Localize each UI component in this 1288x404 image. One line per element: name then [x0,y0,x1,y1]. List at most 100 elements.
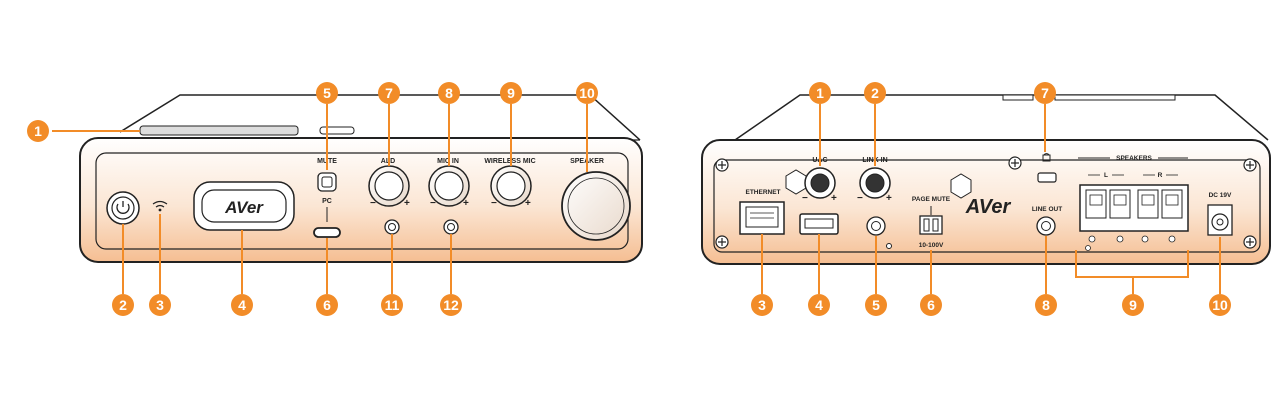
ald-plus: + [404,198,410,209]
front-callout-number: 2 [119,297,127,313]
ethernet-label: ETHERNET [745,189,780,196]
rear-callout-circle [920,294,942,316]
ethernet-port[interactable] [739,201,785,235]
front-callout-1: 1 [27,120,49,142]
rear-callout-circle [864,82,886,104]
mute-button[interactable] [317,172,337,192]
right-channel-label: R [1158,172,1163,179]
front-callout-circle [149,294,171,316]
link-in-plus: + [886,193,892,204]
front-callout-10: 10 [576,82,598,104]
front-callout-number: 5 [323,85,331,101]
front-callout-number: 8 [445,85,453,101]
link-in-volume-knob[interactable] [859,167,891,199]
rear-callout-circle [865,294,887,316]
wifi-indicator-icon [152,200,168,212]
front-leader-lines [52,104,588,294]
rear-callout-number: 4 [815,297,823,313]
mic-in-volume-knob[interactable] [428,165,470,207]
rear-callout-8: 8 [1035,294,1057,316]
front-callout-circle [438,82,460,104]
rear-callout-circle [1034,82,1056,104]
front-callout-number: 11 [385,297,400,313]
dc-power-jack[interactable] [1207,204,1233,236]
rear-leader-lines [761,104,1221,294]
ald-minus: − [370,198,376,209]
front-callout-circle [27,120,49,142]
rear-callout-number: 10 [1212,297,1228,313]
rear-view: UAC − + LINK IN − + ETHERNET [701,94,1271,294]
speakers-label: SPEAKERS [1116,155,1152,162]
front-panel [79,137,643,263]
front-callout-7: 7 [378,82,400,104]
front-callout-circle [112,294,134,316]
page-mute-label: PAGE MUTE [912,196,951,203]
front-callout-4: 4 [231,294,253,316]
speaker-terminal-block[interactable] [1079,184,1189,232]
logo-badge: AVer [193,181,295,231]
rear-callout-number: 8 [1042,297,1050,313]
front-callout-number: 6 [323,297,331,313]
rear-callout-7: 7 [1034,82,1056,104]
rear-callout-number: 6 [927,297,935,313]
rear-callout-number: 1 [816,85,824,101]
rear-callout-1: 1 [809,82,831,104]
front-callout-circle [316,294,338,316]
terminal-polarity-icons [1085,235,1176,251]
rear-callout-circle [751,294,773,316]
rear-callout-circle [1209,294,1231,316]
wireless-mic-volume-knob[interactable] [490,165,532,207]
rear-callout-number: 5 [872,297,880,313]
rear-callout-circle [1122,294,1144,316]
front-callout-8: 8 [438,82,460,104]
uac-minus: − [802,193,808,204]
usb-a-port[interactable] [799,213,839,235]
front-callout-2: 2 [112,294,134,316]
front-view: AVer MUTE PC ALD − + MIC IN − + WIRELESS… [52,94,643,294]
front-callout-circle [576,82,598,104]
line-out-jack[interactable] [1036,216,1056,236]
front-callout-number: 12 [443,297,459,313]
wireless-mic-minus: − [491,198,497,209]
left-channel-label: L [1104,172,1108,179]
speaker-volume-knob[interactable] [561,171,631,241]
front-callout-3: 3 [149,294,171,316]
rear-callout-3: 3 [751,294,773,316]
front-callout-9: 9 [500,82,522,104]
uac-plus: + [831,193,837,204]
usb-c-port[interactable] [313,227,341,238]
front-callout-circle [381,294,403,316]
rear-callout-number: 9 [1129,297,1137,313]
front-callout-12: 12 [440,294,462,316]
front-callout-circle [500,82,522,104]
front-callout-number: 10 [579,85,595,101]
power-button[interactable] [106,191,140,225]
security-lock-slot[interactable] [1037,172,1057,183]
front-callout-circle [231,294,253,316]
page-mute-switch[interactable] [919,215,943,235]
front-callout-11: 11 [381,294,403,316]
uac-volume-knob[interactable] [804,167,836,199]
front-callout-5: 5 [316,82,338,104]
rear-callout-number: 2 [871,85,879,101]
rear-callout-10: 10 [1209,294,1231,316]
rear-callout-2: 2 [864,82,886,104]
front-callout-number: 4 [238,297,246,313]
page-voltage-label: 10-100V [919,242,944,249]
link-in-minus: − [857,193,863,204]
front-callout-circle [440,294,462,316]
ald-audio-jack[interactable] [384,219,400,235]
front-callout-6: 6 [316,294,338,316]
rear-screws [715,156,1257,249]
wireless-mic-plus: + [525,198,531,209]
ald-volume-knob[interactable] [368,165,410,207]
rear-callout-circle [809,82,831,104]
front-callout-number: 9 [507,85,515,101]
mic-in-audio-jack[interactable] [443,219,459,235]
rear-callout-9: 9 [1122,294,1144,316]
front-callout-number: 1 [34,123,42,139]
rear-audio-jack[interactable] [866,216,886,236]
rear-callout-circle [808,294,830,316]
